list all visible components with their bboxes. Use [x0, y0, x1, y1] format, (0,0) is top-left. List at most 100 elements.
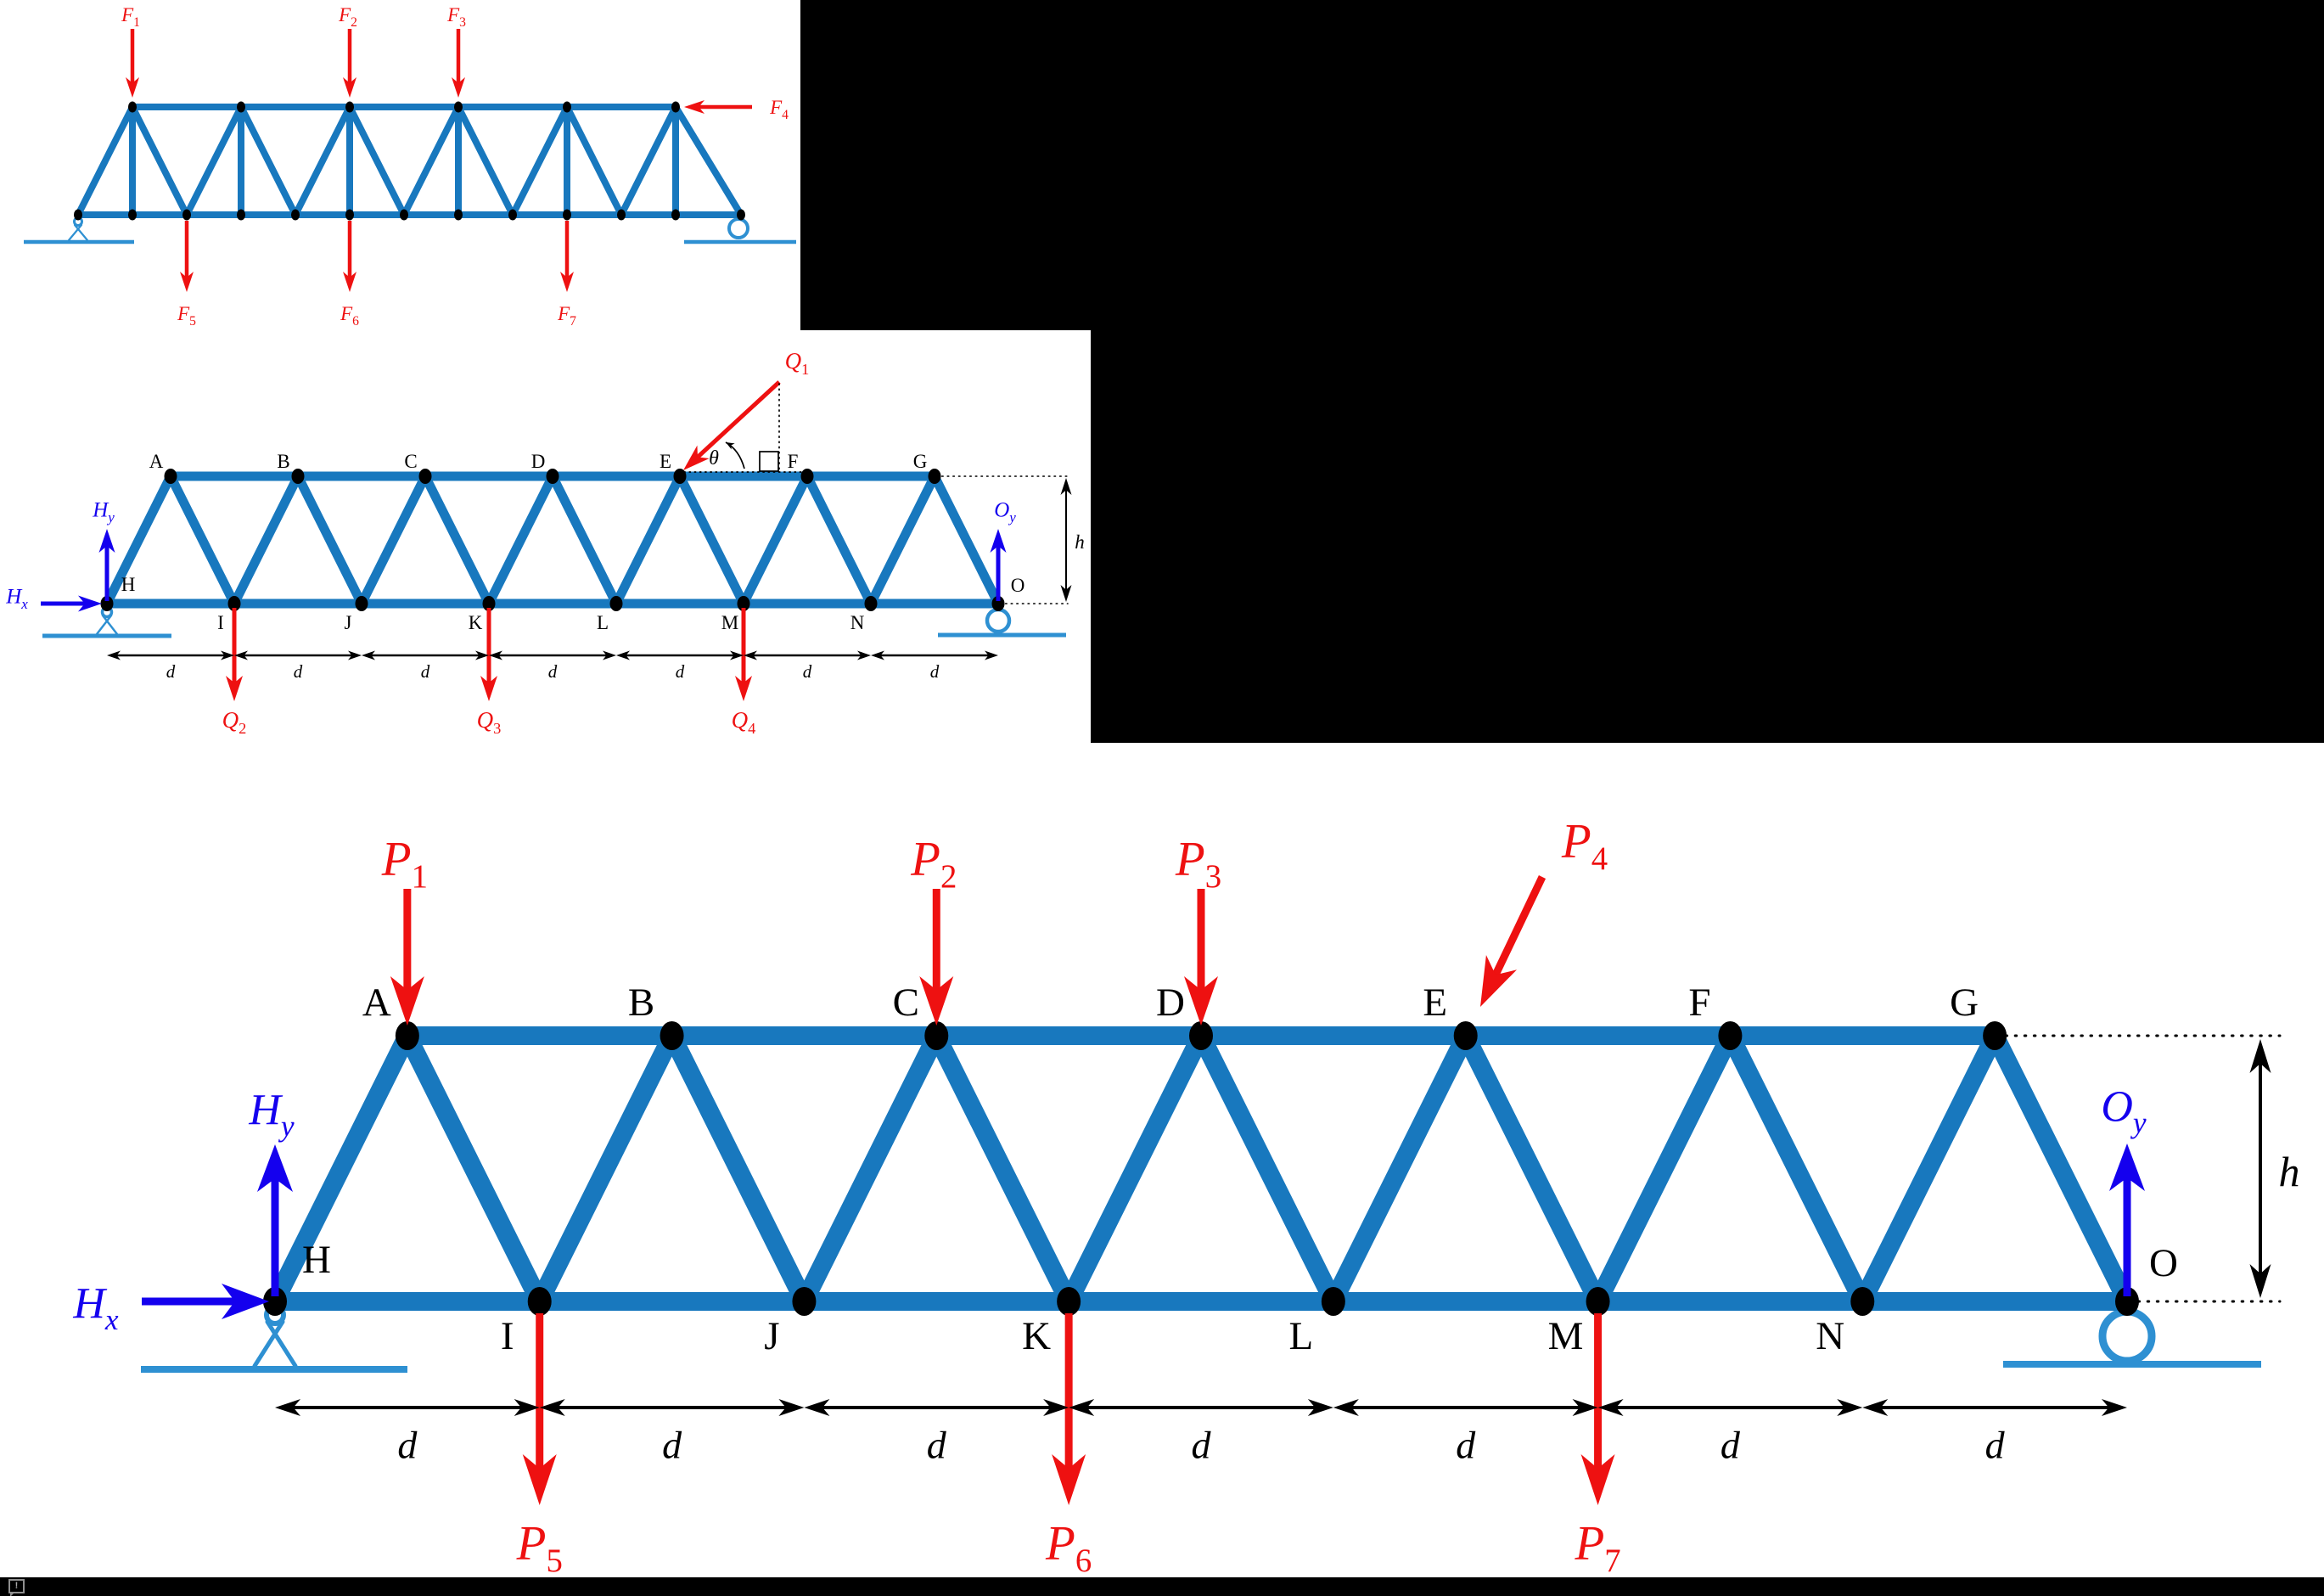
truss-node-dot — [263, 1287, 287, 1316]
dim-arrow-head — [616, 650, 630, 660]
load-label-F1: F1 — [121, 4, 140, 30]
load-label-F7: F7 — [557, 303, 576, 329]
diagonal-member — [802, 471, 876, 609]
reaction-label-Oy: Oy — [2101, 1083, 2147, 1140]
dim-arrow-head — [603, 650, 616, 660]
truss-node-dot — [928, 469, 941, 484]
load-arrow-F2-head — [343, 77, 356, 98]
node-label-J: J — [764, 1314, 779, 1358]
truss-node-dot — [617, 209, 626, 221]
dim-arrow-head — [1862, 1399, 1889, 1416]
truss-node-dot — [164, 469, 177, 484]
status-bar: ! — [0, 1577, 2324, 1596]
truss-node-dot — [660, 1021, 684, 1050]
truss-node-dot — [237, 209, 245, 221]
truss-node-dot — [1718, 1021, 1743, 1050]
load-arrow-P5 — [522, 1313, 557, 1505]
diagonal-member — [1059, 1026, 1210, 1311]
dim-arrow-head — [221, 650, 234, 660]
load-arrow-Q3-head — [480, 676, 497, 701]
load-arrow-P4-head — [1480, 955, 1518, 1007]
node-label-M: M — [721, 612, 738, 633]
load-arrow-Q1 — [683, 380, 781, 470]
truss-node-dot — [508, 209, 517, 221]
load-arrow-F3-head — [452, 77, 465, 98]
pin-leg — [95, 614, 113, 636]
node-label-O: O — [2149, 1241, 2178, 1285]
truss-members — [102, 471, 1003, 609]
truss-node-dot — [546, 469, 559, 484]
span-dimension-line — [107, 650, 998, 660]
load-arrow-F4-head — [684, 100, 704, 114]
load-arrow-Q4 — [735, 608, 752, 701]
diagonal-member — [927, 1026, 1079, 1311]
truss-node-dot — [671, 101, 680, 113]
reaction-arrow-Hy-head — [257, 1144, 293, 1192]
dim-arrow-head — [857, 650, 871, 660]
dim-arrow-head — [1597, 1399, 1624, 1416]
load-label-F4: F4 — [769, 97, 789, 122]
pin-support — [95, 605, 119, 636]
node-label-H: H — [121, 574, 136, 595]
diagonal-member — [129, 104, 190, 218]
load-arrow-F3 — [452, 29, 465, 98]
node-label-B: B — [277, 451, 289, 472]
dim-label-d: d — [1721, 1424, 1741, 1467]
load-arrow-P6-head — [1052, 1454, 1086, 1505]
diagonal-member — [866, 471, 940, 609]
height-label: h — [2279, 1148, 2300, 1195]
dim-arrow-head — [744, 650, 757, 660]
dim-arrow-head — [871, 650, 884, 660]
reaction-arrow-Hy — [98, 529, 115, 601]
node-label-C: C — [893, 981, 919, 1025]
load-arrow-P1 — [390, 889, 424, 1026]
node-label-K: K — [1022, 1314, 1051, 1358]
span-dimension-line — [275, 1399, 2127, 1416]
truss-node-dot — [395, 1021, 419, 1050]
diagonal-member — [1191, 1026, 1343, 1311]
node-label-A: A — [362, 981, 391, 1025]
truss-node-dot — [864, 596, 878, 611]
reaction-arrow-Hx — [41, 595, 102, 612]
reaction-arrow-Hx-head — [78, 595, 102, 612]
dim-arrow-head — [362, 650, 375, 660]
node-label-A: A — [149, 451, 164, 472]
roller-circle — [2098, 1307, 2156, 1365]
load-label-F3: F3 — [446, 4, 466, 30]
diagonal-member — [293, 471, 367, 609]
node-label-N: N — [850, 612, 865, 633]
diagonal-member — [929, 471, 1003, 609]
diagonal-member — [166, 471, 239, 609]
diagonal-member — [292, 104, 353, 218]
alert-bubble-icon[interactable]: ! — [8, 1579, 25, 1596]
truss-node-dot — [792, 1287, 817, 1316]
load-arrow-P6 — [1052, 1313, 1086, 1505]
diagonal-member — [618, 104, 679, 218]
node-label-E: E — [1423, 981, 1447, 1025]
diagonal-member — [401, 104, 462, 218]
pin-leg — [73, 223, 89, 242]
node-label-N: N — [1816, 1314, 1844, 1358]
dim-arrow-head — [1069, 1399, 1095, 1416]
diagonal-member — [1323, 1026, 1475, 1311]
diagonal-member — [509, 104, 570, 218]
diagonal-member — [397, 1026, 549, 1311]
roller-circle — [985, 607, 1012, 634]
reaction-label-Hx: Hx — [72, 1280, 119, 1337]
diagonal-member — [675, 471, 749, 609]
reaction-arrow-Oy-head — [2109, 1144, 2145, 1191]
hdim-head — [1060, 585, 1072, 602]
diagonal-member — [356, 471, 430, 609]
reaction-label-Hy: Hy — [92, 499, 115, 526]
dim-arrow-head — [1307, 1399, 1333, 1416]
truss-node-dot — [227, 596, 241, 611]
dim-label-d: d — [662, 1424, 682, 1467]
truss-node-dot — [737, 209, 745, 221]
truss-node-dot — [563, 209, 571, 221]
hdim-head — [2249, 1039, 2271, 1073]
dim-label-d: d — [676, 661, 685, 682]
